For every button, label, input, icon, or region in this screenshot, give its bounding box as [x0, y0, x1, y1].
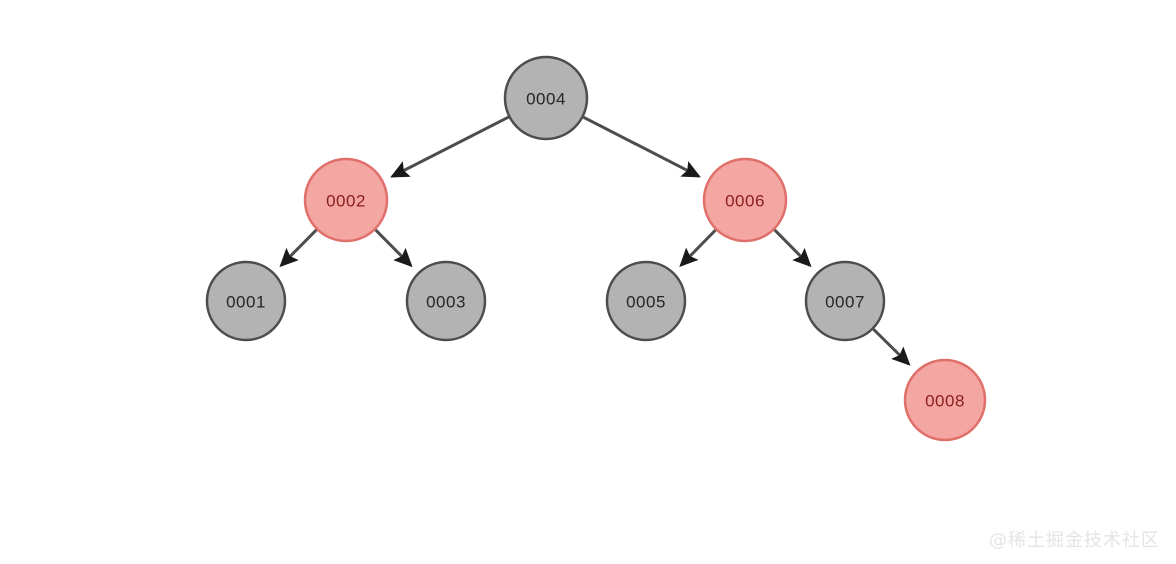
node-circle-0004: [503, 55, 589, 141]
watermark: @稀土掘金技术社区: [989, 530, 1160, 551]
node-circle-0003: [405, 260, 487, 342]
edge-0006-to-0007: [773, 228, 812, 268]
edges-layer: [279, 115, 911, 366]
tree-node-0003[interactable]: 0003: [405, 260, 487, 342]
node-label-0007: 0007: [825, 293, 865, 312]
nodes-layer: 0004 0002 0006 0001 0003 0005 0007 0008: [205, 55, 987, 442]
node-circle-0001: [205, 260, 287, 342]
tree-node-0004[interactable]: 0004: [503, 55, 589, 141]
node-label-0004: 0004: [526, 90, 566, 109]
tree-node-0007[interactable]: 0007: [804, 260, 886, 342]
edge-0004-to-0006: [582, 115, 701, 178]
edge-0007-to-0008: [872, 328, 911, 366]
node-label-0005: 0005: [626, 293, 666, 312]
node-circle-0005: [605, 260, 687, 342]
node-label-0008: 0008: [925, 392, 965, 411]
edge-0006-to-0005: [679, 228, 717, 268]
tree-node-0005[interactable]: 0005: [605, 260, 687, 342]
tree-node-0006[interactable]: 0006: [702, 157, 788, 243]
node-label-0001: 0001: [226, 293, 266, 312]
node-circle-0006: [702, 157, 788, 243]
node-label-0006: 0006: [725, 192, 765, 211]
edge-0002-to-0003: [374, 228, 413, 268]
node-label-0002: 0002: [326, 192, 366, 211]
edge-0004-to-0002: [390, 115, 510, 178]
node-circle-0002: [303, 157, 389, 243]
tree-node-0002[interactable]: 0002: [303, 157, 389, 243]
node-label-0003: 0003: [426, 293, 466, 312]
node-circle-0008: [903, 358, 987, 442]
tree-node-0001[interactable]: 0001: [205, 260, 287, 342]
node-circle-0007: [804, 260, 886, 342]
tree-node-0008[interactable]: 0008: [903, 358, 987, 442]
edge-0002-to-0001: [279, 228, 318, 268]
